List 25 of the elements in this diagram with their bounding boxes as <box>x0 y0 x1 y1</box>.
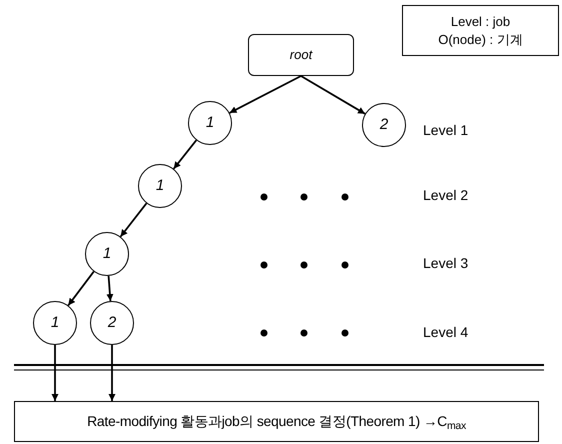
level-label: Level 4 <box>423 323 468 342</box>
node-label: 1 <box>50 312 60 333</box>
key-box <box>402 5 559 56</box>
level-label: Level 2 <box>423 186 468 205</box>
key-text: Level : job <box>450 12 510 30</box>
result-text: Rate-modifying 활동과job의 sequence 결정(Theorem 1) →C$_{max}$ <box>87 412 466 432</box>
node-label: 2 <box>380 114 388 135</box>
arrow <box>229 75 302 114</box>
arrow <box>172 140 198 170</box>
key-text: O(node) : 기계 <box>438 30 523 48</box>
node-label: 1 <box>156 176 164 196</box>
arrow <box>120 202 148 238</box>
arrow <box>68 271 94 306</box>
result-box <box>14 401 539 442</box>
arrow <box>106 276 114 302</box>
node-label: root <box>290 46 312 64</box>
node-label: 2 <box>108 312 116 333</box>
level-label: Level 1 <box>423 121 468 140</box>
level-label: Level 3 <box>423 254 468 273</box>
arrow <box>108 345 116 401</box>
node-label: 1 <box>206 112 214 133</box>
root-box <box>248 34 354 76</box>
arrow <box>52 345 58 401</box>
node-label: 1 <box>102 244 112 264</box>
arrow <box>300 75 366 115</box>
